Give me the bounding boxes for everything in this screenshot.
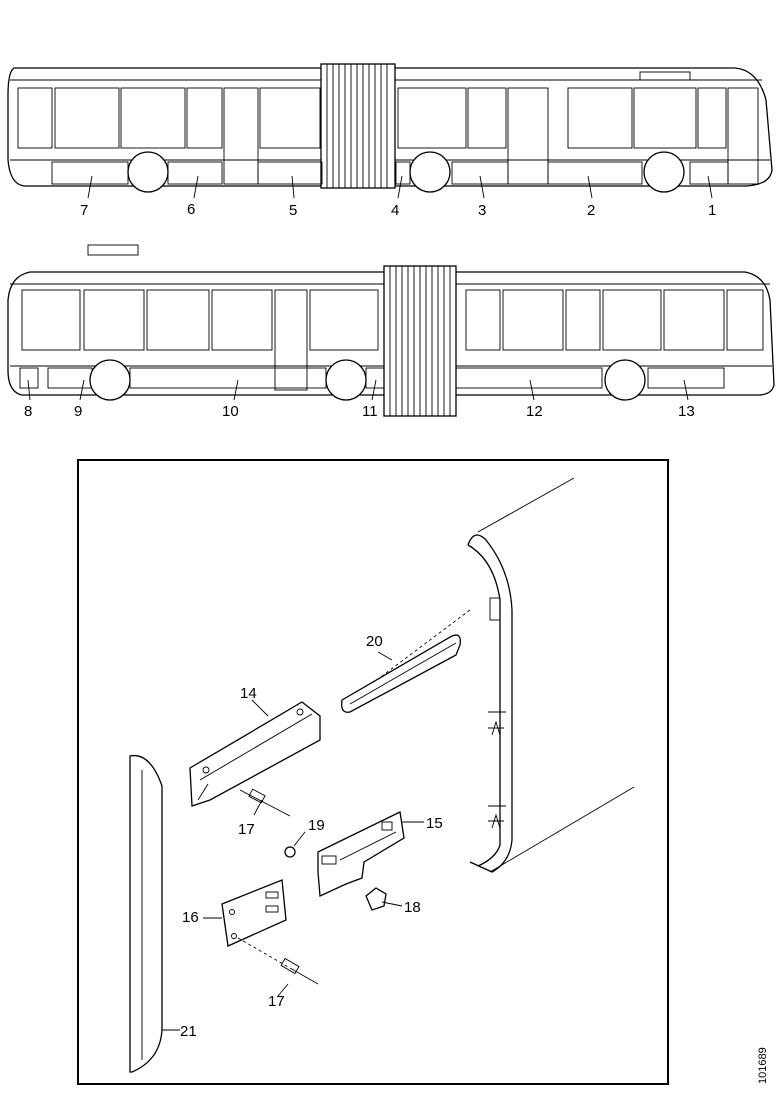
callout-9: 9 [74,403,82,420]
bracket-14 [189,701,321,807]
screw-17-lower [237,937,319,985]
callout-4: 4 [391,202,399,219]
callout-15: 15 [426,815,443,832]
corner-bumper [467,477,635,873]
detail-exploded-view [129,477,635,1073]
callout-7: 7 [80,202,88,219]
callout-5: 5 [289,202,297,219]
bus-side-view-top [7,63,773,199]
callout-10: 10 [222,403,239,420]
callout-14: 14 [240,685,257,702]
callout-12: 12 [526,403,543,420]
screw-17-upper [239,788,291,817]
callout-16: 16 [182,909,199,926]
bellows-folds-top [326,64,388,188]
nut-19 [284,846,296,858]
callout-6: 6 [187,201,195,218]
callout-2: 2 [587,202,595,219]
callout-18: 18 [404,899,421,916]
drawing-code: 101689 [757,1047,769,1084]
callout-17-lower: 17 [268,993,285,1010]
top-callouts: 7 6 5 4 3 2 1 [80,201,716,219]
bottom-callouts: 8 9 10 11 12 13 [24,403,695,420]
callout-13: 13 [678,403,695,420]
bellows-folds-bottom [389,266,451,416]
callout-11: 11 [362,403,378,420]
clip-18 [365,887,387,911]
bracket-16 [221,879,287,947]
detail-frame [77,459,669,1085]
callout-20: 20 [366,633,383,650]
callout-1: 1 [708,202,716,219]
detail-callouts: 14 15 16 17 17 18 19 20 21 [180,633,443,1040]
callout-21: 21 [180,1023,197,1040]
trim-strip-20 [341,634,461,713]
rubber-strip-21 [129,754,163,1073]
callout-3: 3 [478,202,486,219]
callout-19: 19 [308,817,325,834]
callout-8: 8 [24,403,32,420]
bracket-15 [317,811,405,897]
callout-17-upper: 17 [238,821,255,838]
bus-side-view-bottom [7,244,775,417]
